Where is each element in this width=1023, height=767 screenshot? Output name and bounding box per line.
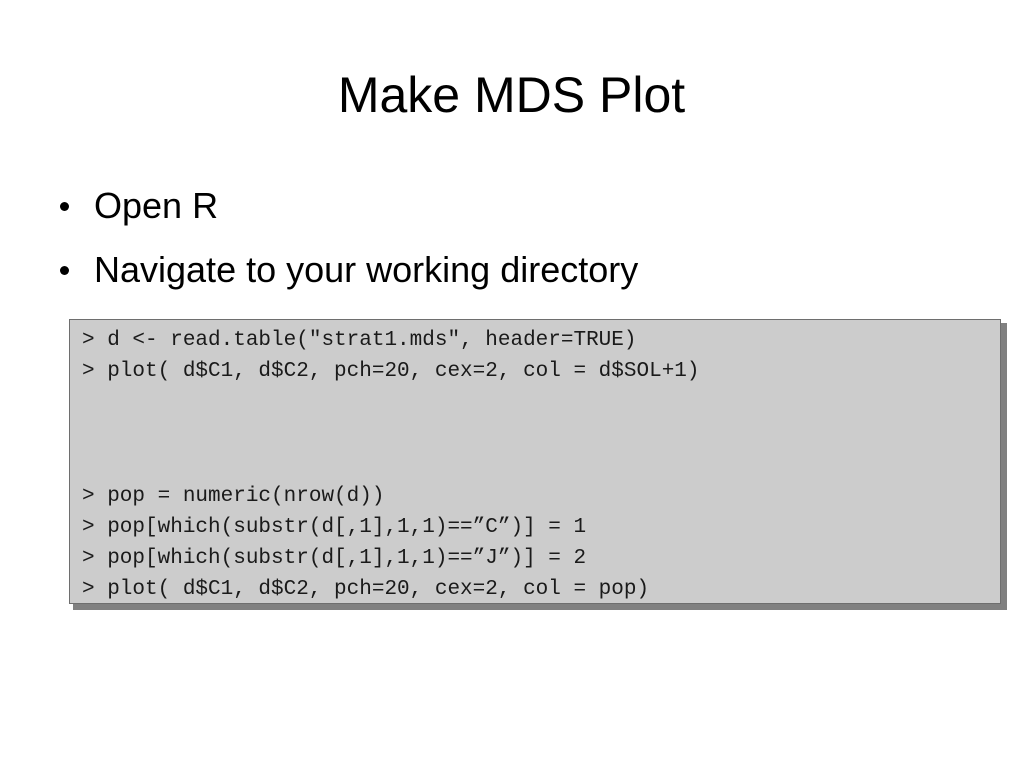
bullet-text: Open R [94, 185, 219, 226]
code-line: > d <- read.table("strat1.mds", header=T… [82, 329, 637, 352]
code-line: > pop[which(substr(d[,1],1,1)==”C”)] = 1 [82, 516, 587, 539]
code-block: > d <- read.table("strat1.mds", header=T… [69, 319, 1001, 604]
bullet-item-navigate: Navigate to your working directory [60, 250, 638, 290]
code-line: > plot( d$C1, d$C2, pch=20, cex=2, col =… [82, 360, 700, 383]
slide-title: Make MDS Plot [337, 67, 686, 123]
bullet-text: Navigate to your working directory [94, 249, 639, 290]
bullet-dot-icon [60, 201, 69, 211]
bullet-item-open-r: Open R [60, 186, 218, 226]
code-line: > pop = numeric(nrow(d)) [82, 485, 385, 508]
code-line: > pop[which(substr(d[,1],1,1)==”J”)] = 2 [82, 547, 587, 570]
bullet-dot-icon [60, 265, 69, 275]
code-line: > plot( d$C1, d$C2, pch=20, cex=2, col =… [82, 578, 650, 601]
